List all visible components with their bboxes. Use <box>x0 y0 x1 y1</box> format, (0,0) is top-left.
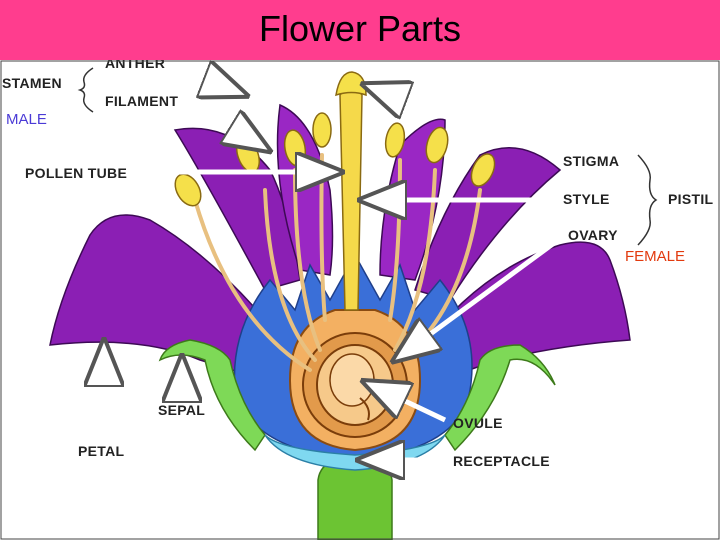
label-style: STYLE <box>563 191 610 207</box>
stamen-brace <box>77 67 94 113</box>
male-annotation: MALE <box>6 111 47 128</box>
diagram-border <box>0 60 720 540</box>
petal-back-right <box>414 147 562 301</box>
female-annotation: FEMALE <box>625 248 685 265</box>
label-pistil: PISTIL <box>668 191 714 207</box>
label-sepal: SEPAL <box>158 402 205 418</box>
diagram-frame: ANTHER STAMEN FILAMENT POLLEN TUBE STIGM… <box>0 60 720 540</box>
label-stamen: STAMEN <box>2 75 62 91</box>
sepal-right <box>444 344 556 452</box>
label-receptacle: RECEPTACLE <box>453 453 550 469</box>
sepal-left <box>158 339 266 452</box>
label-ovary: OVARY <box>568 227 618 243</box>
label-pollen-tube: POLLEN TUBE <box>25 165 127 181</box>
label-petal: PETAL <box>78 443 124 459</box>
label-ovule: OVULE <box>453 415 503 431</box>
label-anther: ANTHER <box>105 60 165 71</box>
stigma <box>335 71 367 97</box>
label-stigma: STIGMA <box>563 153 619 169</box>
page-title: Flower Parts <box>258 8 462 49</box>
flower-diagram: ANTHER STAMEN FILAMENT POLLEN TUBE STIGM… <box>0 60 720 540</box>
stem <box>317 459 393 540</box>
label-filament: FILAMENT <box>105 93 178 109</box>
pointer-arrows <box>104 70 567 495</box>
pistil-brace <box>637 154 658 246</box>
title-bar: Flower Parts <box>0 0 720 60</box>
ovule <box>329 353 375 407</box>
